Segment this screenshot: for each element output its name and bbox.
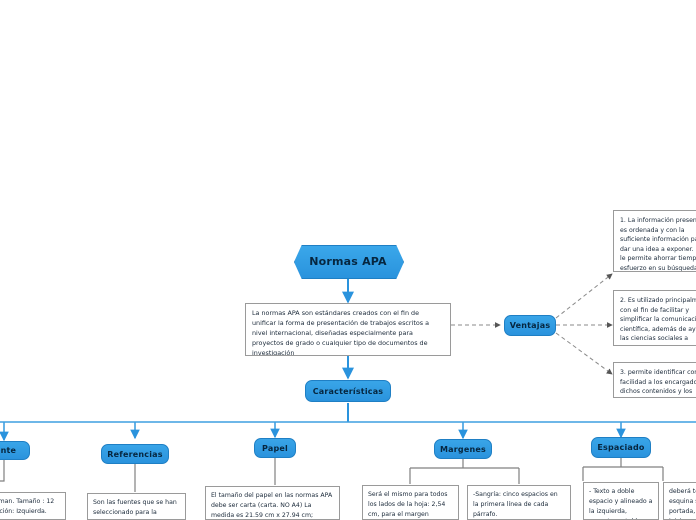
fuente-note-1: Times New Roman. Tamaño : 12 puntos. Ali… (0, 492, 66, 520)
node-label: Papel (262, 443, 288, 453)
ventajas-note-text: 3. permite identificar con facilidad a l… (620, 369, 696, 396)
ventajas-note-3: 3. permite identificar con facilidad a l… (613, 362, 696, 398)
papel-note-text: El tamaño del papel en las normas APA de… (211, 492, 333, 519)
root-description-box: La normas APA son estándares creados con… (245, 303, 451, 356)
ventajas-note-text: 2. Es utilizado principalmente con el fi… (620, 297, 696, 343)
node-label: Normas APA (309, 254, 387, 268)
ventajas-note-text: 1. La información presentada es ordenada… (620, 217, 696, 272)
node-label: Referencias (107, 449, 163, 459)
margenes-note-1: Será el mismo para todos los lados de la… (362, 485, 459, 520)
margenes-note-text: -Sangría: cinco espacios en la primera l… (473, 491, 558, 518)
ventajas-note-2: 2. Es utilizado principalmente con el fi… (613, 290, 696, 346)
espaciado-note-text: deberá tener una esquina superior, porta… (669, 488, 696, 519)
node-label: Fuente (0, 446, 17, 455)
node-label: Margenes (440, 444, 486, 454)
margenes-note-2: -Sangría: cinco espacios en la primera l… (467, 485, 571, 520)
node-label: Espaciado (597, 443, 645, 452)
node-margenes[interactable]: Margenes (434, 439, 492, 459)
espaciado-note-text: - Texto a doble espacio y alineado a la … (589, 488, 653, 519)
papel-note-1: El tamaño del papel en las normas APA de… (205, 486, 340, 520)
ventajas-note-1: 1. La información presentada es ordenada… (613, 210, 696, 272)
node-normas-apa[interactable]: Normas APA (294, 245, 404, 279)
node-label: Ventajas (509, 321, 551, 330)
node-fuente[interactable]: Fuente (0, 441, 30, 460)
node-caracteristicas[interactable]: Características (305, 380, 391, 402)
node-referencias[interactable]: Referencias (101, 444, 169, 464)
fuente-note-text: Times New Roman. Tamaño : 12 puntos. Ali… (0, 498, 55, 515)
root-description-text: La normas APA son estándares creados con… (252, 309, 432, 356)
referencias-note-1: Son las fuentes que se han seleccionado … (87, 493, 186, 520)
node-label: Características (312, 386, 384, 396)
espaciado-note-2: deberá tener una esquina superior, porta… (663, 482, 696, 520)
node-ventajas[interactable]: Ventajas (504, 315, 556, 336)
node-papel[interactable]: Papel (254, 438, 296, 458)
margenes-note-text: Será el mismo para todos los lados de la… (368, 491, 448, 518)
espaciado-note-1: - Texto a doble espacio y alineado a la … (583, 482, 659, 520)
node-espaciado[interactable]: Espaciado (591, 437, 651, 458)
referencias-note-text: Son las fuentes que se han seleccionado … (93, 499, 177, 519)
hexagon-shape (294, 245, 404, 279)
